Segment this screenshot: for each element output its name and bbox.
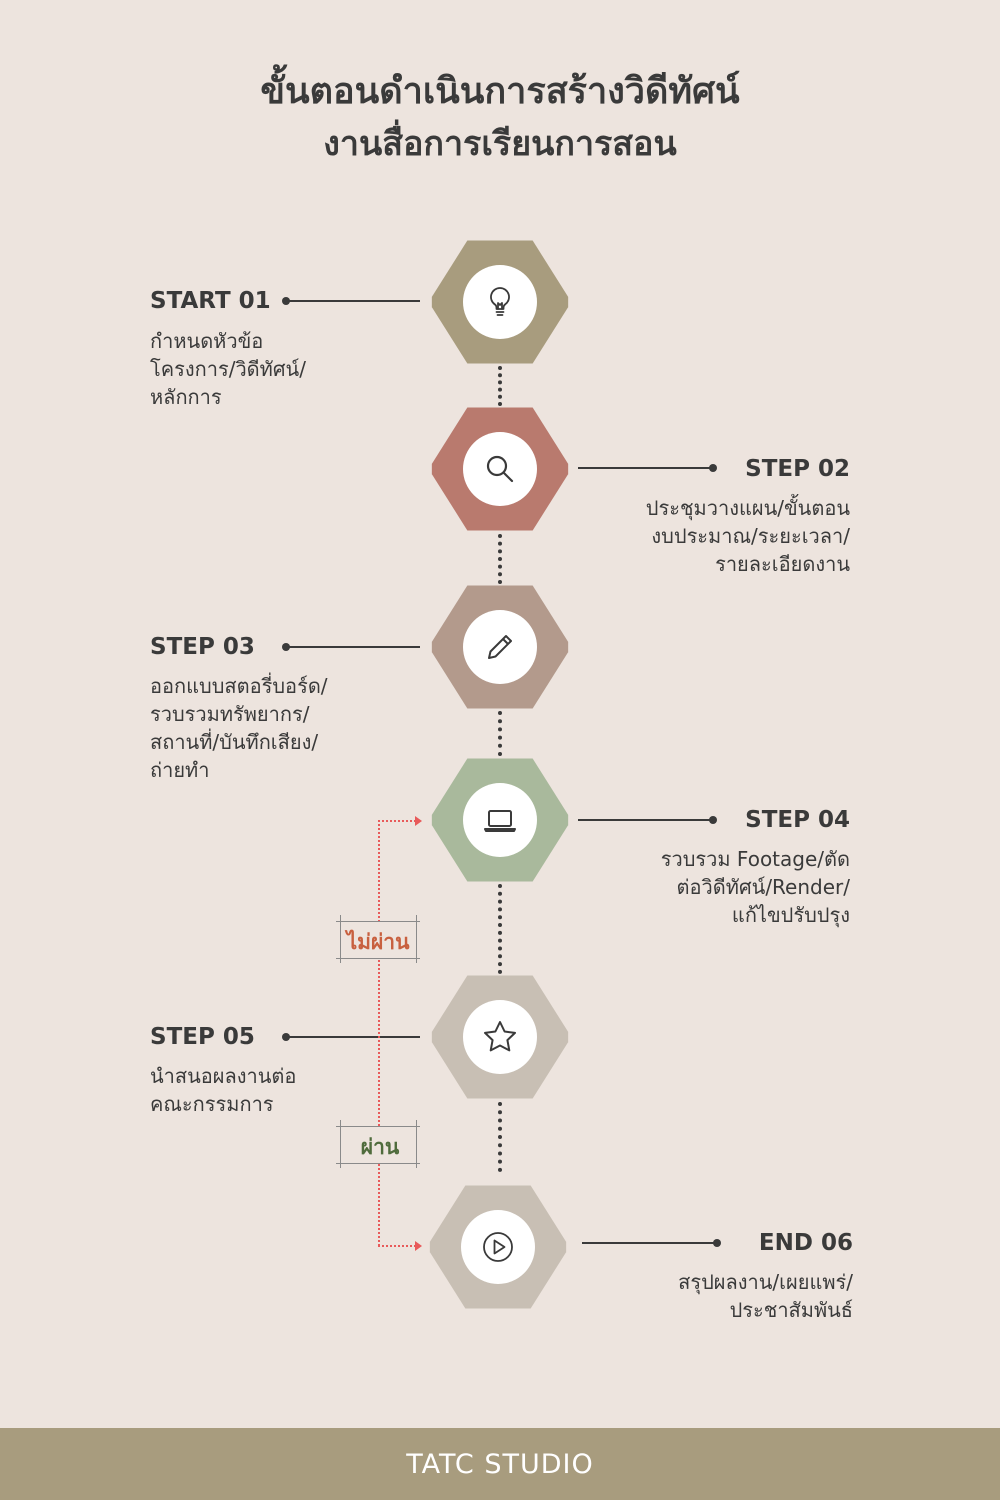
fail-label: ไม่ผ่าน bbox=[346, 930, 410, 954]
pass-arrowhead bbox=[415, 1241, 422, 1251]
step-2-node bbox=[429, 405, 571, 533]
tag-tick bbox=[416, 1120, 417, 1168]
fail-tag-frame bbox=[336, 921, 420, 959]
connector-dot bbox=[713, 1239, 721, 1247]
timeline-connector bbox=[498, 1102, 502, 1172]
laptop-icon bbox=[463, 783, 537, 857]
step-4-node bbox=[429, 756, 571, 884]
connector-line bbox=[286, 300, 420, 302]
connector-line bbox=[286, 646, 420, 648]
step-1-description: กำหนดหัวข้อ โครงการ/วิดีทัศน์/ หลักการ bbox=[150, 329, 306, 409]
tag-tick bbox=[340, 915, 341, 963]
connector-dot bbox=[709, 816, 717, 824]
connector-dot bbox=[709, 464, 717, 472]
step-2-label: STEP 02 bbox=[745, 456, 850, 482]
step-3-node bbox=[429, 583, 571, 711]
step-2-description: ประชุมวางแผน/ขั้นตอน งบประมาณ/ระยะเวลา/ … bbox=[645, 496, 850, 576]
timeline-connector bbox=[498, 534, 502, 584]
pass-label: ผ่าน bbox=[360, 1135, 400, 1159]
tag-tick bbox=[416, 915, 417, 963]
step-3-label: STEP 03 bbox=[150, 634, 255, 660]
connector-line bbox=[286, 1036, 420, 1038]
star-icon bbox=[463, 1000, 537, 1074]
fail-arrowhead bbox=[415, 816, 422, 826]
pass-tag-frame bbox=[336, 1126, 420, 1164]
step-6-node bbox=[427, 1183, 569, 1311]
step-6-label: END 06 bbox=[758, 1230, 853, 1256]
step-3-description: ออกแบบสตอรี่บอร์ด/ รวบรวมทรัพยากร/ สถานท… bbox=[150, 674, 328, 782]
step-6-description: สรุปผลงาน/เผยแพร่/ ประชาสัมพันธ์ bbox=[678, 1270, 853, 1322]
connector-line bbox=[582, 1242, 716, 1244]
search-icon bbox=[463, 432, 537, 506]
pass-arrow-line bbox=[378, 1245, 416, 1247]
fail-arrow-line bbox=[378, 820, 416, 822]
footer-bar: TATC STUDIO bbox=[0, 1428, 1000, 1500]
page-subtitle: งานสื่อการเรียนการสอน bbox=[323, 124, 677, 164]
timeline-connector bbox=[498, 884, 502, 974]
timeline-connector bbox=[498, 711, 502, 756]
step-5-node bbox=[429, 973, 571, 1101]
connector-line bbox=[578, 819, 712, 821]
review-loop-line bbox=[378, 820, 380, 1246]
tag-tick bbox=[340, 1120, 341, 1168]
step-4-description: รวบรวม Footage/ตัด ต่อวิดีทัศน์/Render/ … bbox=[660, 847, 850, 927]
footer-brand: TATC STUDIO bbox=[406, 1448, 594, 1480]
step-4-label: STEP 04 bbox=[745, 807, 850, 833]
step-1-node bbox=[429, 238, 571, 366]
pencil-icon bbox=[463, 610, 537, 684]
page-title: ขั้นตอนดำเนินการสร้างวิดีทัศน์ bbox=[260, 71, 740, 112]
step-5-description: นำสนอผลงานต่อ คณะกรรมการ bbox=[150, 1064, 297, 1116]
step-1-label: START 01 bbox=[150, 288, 271, 314]
step-5-label: STEP 05 bbox=[150, 1024, 255, 1050]
lightbulb-icon bbox=[463, 265, 537, 339]
connector-line bbox=[578, 467, 712, 469]
timeline-connector bbox=[498, 366, 502, 406]
play-icon bbox=[461, 1210, 535, 1284]
